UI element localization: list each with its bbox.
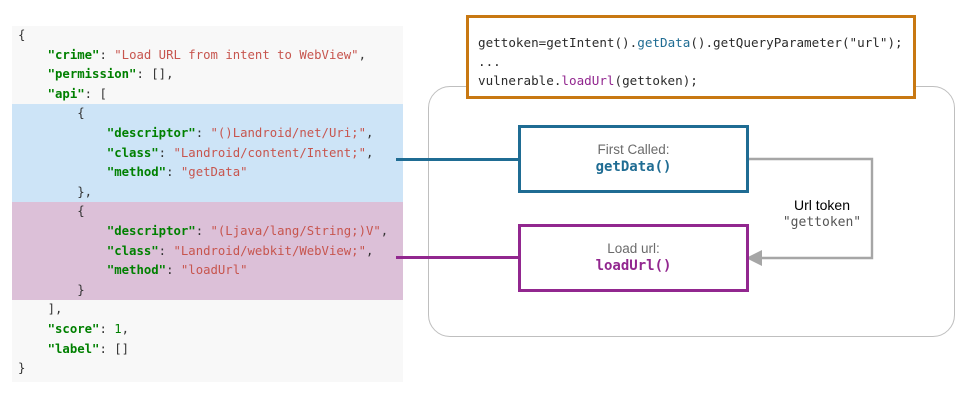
snippet-line3-prefix: vulnerable. — [478, 73, 562, 88]
json-code-line: "crime": "Load URL from intent to WebVie… — [12, 46, 403, 66]
json-token-punc: }, — [77, 184, 93, 199]
connector-loadurl-line — [396, 256, 521, 260]
snippet-line1-suffix: ().getQueryParameter("url"); — [690, 35, 903, 50]
json-code-line: "class": "Landroid/content/Intent;", — [12, 143, 403, 164]
json-token-str: "Landroid/webkit/WebView;" — [173, 243, 366, 258]
json-token-punc: : — [166, 263, 181, 278]
snippet-line1-prefix: gettoken=getIntent(). — [478, 35, 638, 50]
flow-box-loadurl[interactable]: Load url: loadUrl() — [518, 224, 749, 292]
json-token-key: "crime" — [47, 47, 100, 62]
snippet-loadurl-token: loadUrl — [561, 73, 615, 88]
json-token-punc: : — [195, 125, 211, 140]
json-token-punc: , — [365, 125, 374, 140]
json-code-line: { — [12, 104, 403, 124]
vulnerability-report-panel[interactable]: { "crime": "Load URL from intent to WebV… — [12, 26, 403, 382]
json-code-line: ], — [12, 300, 403, 320]
json-token-key: "class" — [106, 145, 159, 160]
getdata-method: getData() — [595, 159, 672, 175]
snippet-line3-suffix: (gettoken); — [614, 73, 698, 88]
url-token-title: Url token — [793, 197, 851, 213]
json-token-punc: : [], — [136, 67, 174, 82]
json-code-line: "method": "loadUrl" — [12, 261, 403, 281]
json-code-line: }, — [12, 182, 403, 203]
json-token-punc: , — [121, 321, 130, 336]
url-token-label: Url token "gettoken" — [768, 196, 876, 232]
json-code-line: { — [12, 202, 403, 222]
json-code-line: "api": [ — [12, 85, 403, 105]
json-code-line: "descriptor": "(Ljava/lang/String;)V", — [12, 221, 403, 242]
url-token-value: "gettoken" — [782, 215, 862, 230]
json-token-key: "label" — [47, 341, 100, 356]
json-token-key: "method" — [106, 165, 167, 180]
flow-box-getdata[interactable]: First Called: getData() — [518, 125, 749, 193]
json-code-line: { — [12, 26, 403, 46]
json-code-line: "descriptor": "()Landroid/net/Uri;", — [12, 123, 403, 144]
json-token-str: "()Landroid/net/Uri;" — [210, 125, 366, 140]
json-token-key: "permission" — [47, 67, 137, 82]
json-token-punc: ], — [47, 302, 63, 317]
json-token-str: "getData" — [180, 165, 248, 180]
json-code-line: } — [12, 359, 403, 379]
json-token-punc: , — [358, 47, 366, 62]
json-token-punc: } — [77, 282, 85, 297]
getdata-caption: First Called: — [597, 142, 670, 157]
json-code-line: "score": 1, — [12, 320, 403, 340]
snippet-line-3: vulnerable.loadUrl(gettoken); — [469, 71, 913, 90]
json-code-line: } — [12, 280, 403, 301]
json-token-punc: { — [77, 106, 85, 121]
json-token-punc: : [] — [99, 341, 130, 356]
json-token-key: "class" — [106, 243, 159, 258]
json-token-punc: : — [99, 47, 115, 62]
json-token-str: "Load URL from intent to WebView" — [114, 47, 359, 62]
json-token-punc: , — [380, 223, 389, 238]
json-code-line: "label": [] — [12, 340, 403, 360]
json-token-key: "score" — [47, 321, 100, 336]
json-code-line: "class": "Landroid/webkit/WebView;", — [12, 241, 403, 262]
json-token-punc: : [ — [84, 86, 107, 101]
json-token-punc: : — [99, 321, 115, 336]
json-token-str: "(Ljava/lang/String;)V" — [210, 223, 381, 238]
json-token-str: "loadUrl" — [180, 263, 248, 278]
json-token-key: "api" — [47, 86, 85, 101]
json-token-punc: : — [158, 145, 174, 160]
loadurl-caption: Load url: — [607, 241, 660, 256]
json-token-key: "descriptor" — [106, 125, 196, 140]
json-token-punc: , — [365, 145, 374, 160]
json-token-punc: { — [77, 204, 85, 219]
connector-getdata-line — [396, 158, 521, 162]
json-token-punc: { — [18, 28, 26, 42]
json-token-punc: , — [365, 243, 374, 258]
json-token-punc: : — [166, 165, 181, 180]
json-token-key: "method" — [106, 263, 167, 278]
json-token-punc: } — [18, 361, 26, 376]
json-code-line: "method": "getData" — [12, 163, 403, 183]
snippet-getdata-token: getData — [637, 35, 691, 50]
json-token-punc: : — [195, 223, 211, 238]
json-code-line: "permission": [], — [12, 65, 403, 85]
snippet-line-2: ... — [478, 54, 501, 69]
code-snippet-callout[interactable]: gettoken=getIntent().getData().getQueryP… — [466, 15, 916, 99]
token-flow-arrow — [746, 157, 874, 266]
json-token-punc: : — [158, 243, 174, 258]
json-token-str: "Landroid/content/Intent;" — [173, 145, 366, 160]
json-token-key: "descriptor" — [106, 223, 196, 238]
json-token-num: 1 — [114, 321, 122, 336]
snippet-line-1: gettoken=getIntent().getData().getQueryP… — [469, 18, 913, 52]
loadurl-method: loadUrl() — [595, 258, 672, 274]
